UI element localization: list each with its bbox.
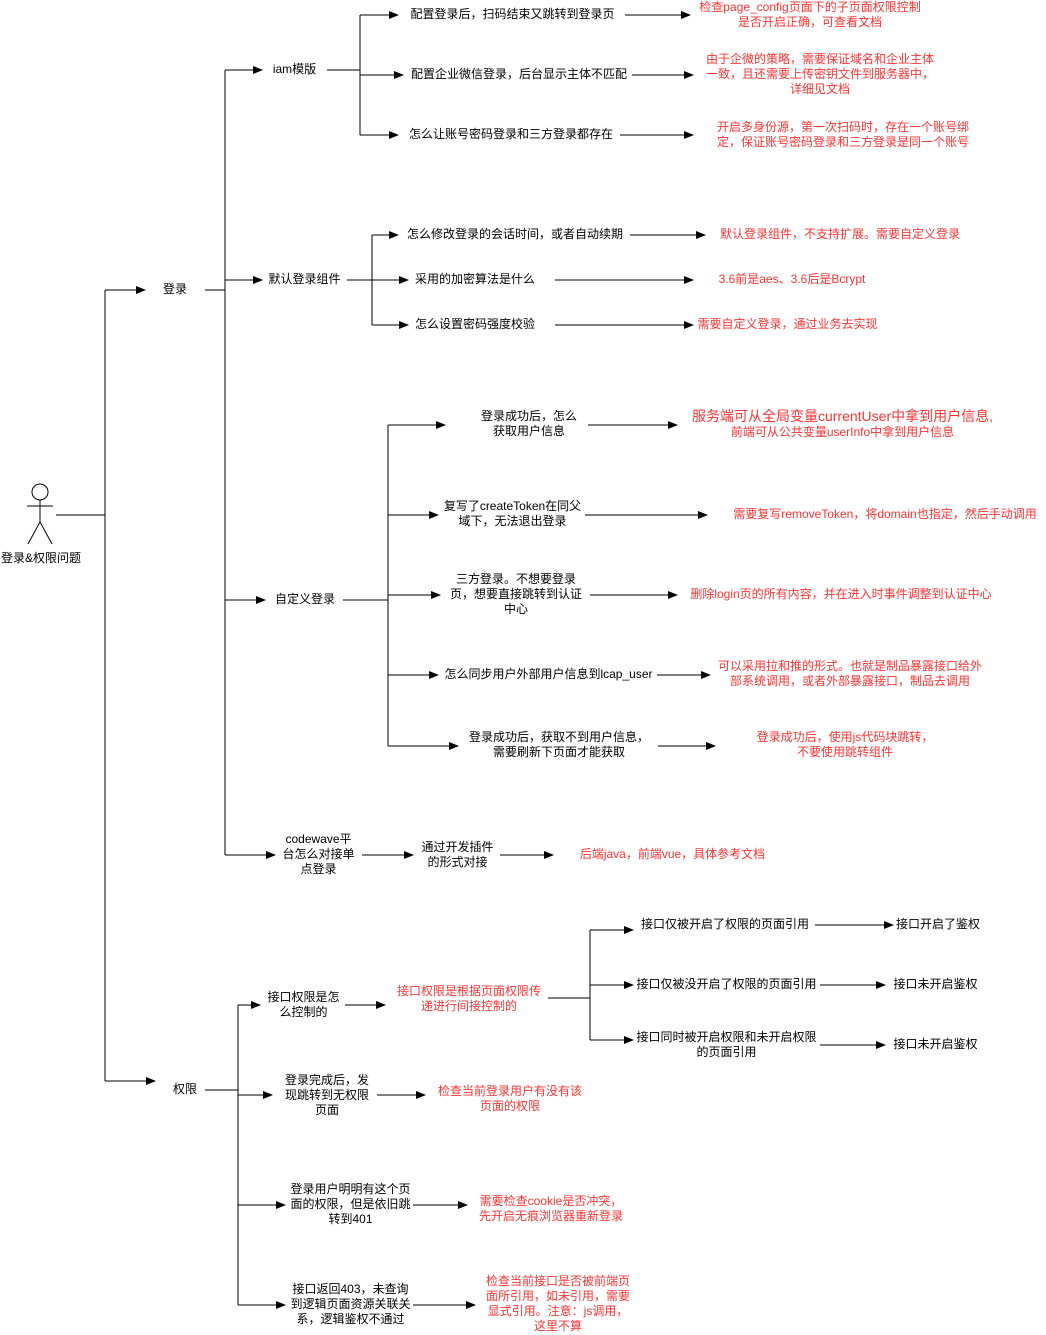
perm-branch-1: 接口仅被开启了权限的页面引用 — [640, 917, 809, 931]
perm-answer-1: 接口权限是根据页面权限传递进行间接控制的 — [396, 984, 541, 1013]
default-question-3: 怎么设置密码强度校验 — [414, 317, 535, 331]
perm-branch-2: 接口仅被没开启了权限的页面引用 — [636, 977, 817, 991]
perm-branch-3: 接口同时被开启权限和未开启权限的页面引用 — [636, 1030, 817, 1059]
perm-answer-2: 检查当前登录用户有没有该页面的权限 — [437, 1084, 582, 1113]
default-question-1: 怎么修改登录的会话时间，或者自动续期 — [406, 227, 623, 241]
default-answer-2: 3.6前是aes、3.6后是Bcrypt — [718, 272, 866, 286]
node-custom-login: 自定义登录 — [274, 592, 335, 606]
node-login: 登录 — [162, 282, 187, 296]
default-question-2: 采用的加密算法是什么 — [414, 272, 535, 286]
iam-answer-2: 由于企微的策略，需要保证域名和企业主体一致，且还需要上传密钥文件到服务器中，详细… — [705, 52, 934, 96]
actor-figure — [27, 483, 53, 545]
perm-answer-3: 需要检查cookie是否冲突，先开启无痕浏览器重新登录 — [478, 1194, 623, 1223]
custom-answer-5: 登录成功后，使用js代码块跳转，不要使用跳转组件 — [756, 730, 934, 759]
custom-question-2: 复写了createToken在同父域下，无法退出登录 — [443, 499, 582, 528]
perm-question-1: 接口权限是怎么控制的 — [267, 990, 340, 1019]
node-permission: 权限 — [172, 1082, 197, 1096]
perm-question-4: 接口返回403，未查询到逻辑页面资源关联关系，逻辑鉴权不通过 — [290, 1282, 411, 1326]
iam-answer-1: 检查page_config页面下的子页面权限控制是否开启正确，可查看文档 — [699, 0, 921, 29]
default-answer-1: 默认登录组件，不支持扩展。需要自定义登录 — [719, 227, 960, 241]
custom-answer-1: 服务端可从全局变量currentUser中拿到用户信息,前端可从公共变量user… — [691, 408, 994, 439]
custom-answer-2: 需要复写removeToken，将domain也指定，然后手动调用 — [733, 507, 1037, 521]
perm-result-1: 接口开启了鉴权 — [895, 917, 980, 931]
edge-actor-bus — [56, 290, 106, 516]
custom-question-3: 三方登录。不想要登录页，想要直接跳转到认证中心 — [449, 572, 582, 616]
perm-question-3: 登录用户明明有这个页面的权限，但是依旧跳转到401 — [290, 1182, 411, 1226]
perm-result-2: 接口未开启鉴权 — [893, 977, 978, 991]
sso-answer-1: 后端java，前端vue，具体参考文档 — [579, 847, 766, 861]
iam-question-3: 怎么让账号密码登录和三方登录都存在 — [408, 127, 613, 141]
perm-result-3: 接口未开启鉴权 — [893, 1037, 978, 1051]
default-answer-3: 需要自定义登录，通过业务去实现 — [697, 317, 878, 331]
iam-question-1: 配置登录后，扫码结束又跳转到登录页 — [410, 7, 615, 21]
custom-question-1: 登录成功后，怎么获取用户信息 — [480, 409, 577, 438]
perm-question-2: 登录完成后，发现跳转到无权限页面 — [284, 1073, 369, 1117]
perm-answer-4: 检查当前接口是否被前端页面所引用，如未引用，需要显式引用。注意：js调用，这里不… — [485, 1274, 630, 1333]
sso-question-1: 通过开发插件的形式对接 — [421, 840, 494, 869]
node-default-login: 默认登录组件 — [268, 272, 341, 286]
custom-question-5: 登录成功后，获取不到用户信息，需要刷新下页面才能获取 — [468, 730, 649, 759]
node-sso: codewave平台怎么对接单点登录 — [282, 832, 355, 876]
custom-answer-3: 删除login页的所有内容，并在进入时事件调整到认证中心 — [690, 587, 992, 601]
custom-question-4: 怎么同步用户外部用户信息到lcap_user — [444, 667, 653, 681]
actor-label: 登录&权限问题 — [0, 551, 81, 565]
custom-answer-4: 可以采用拉和推的形式。也就是制品暴露接口给外部系统调用，或者外部暴露接口，制品去… — [717, 659, 982, 688]
iam-answer-3: 开启多身份源，第一次扫码时，存在一个账号绑定，保证账号密码登录和三方登录是同一个… — [716, 120, 969, 149]
node-iam-template: iam模版 — [272, 62, 317, 76]
iam-question-2: 配置企业微信登录，后台显示主体不匹配 — [410, 67, 627, 81]
